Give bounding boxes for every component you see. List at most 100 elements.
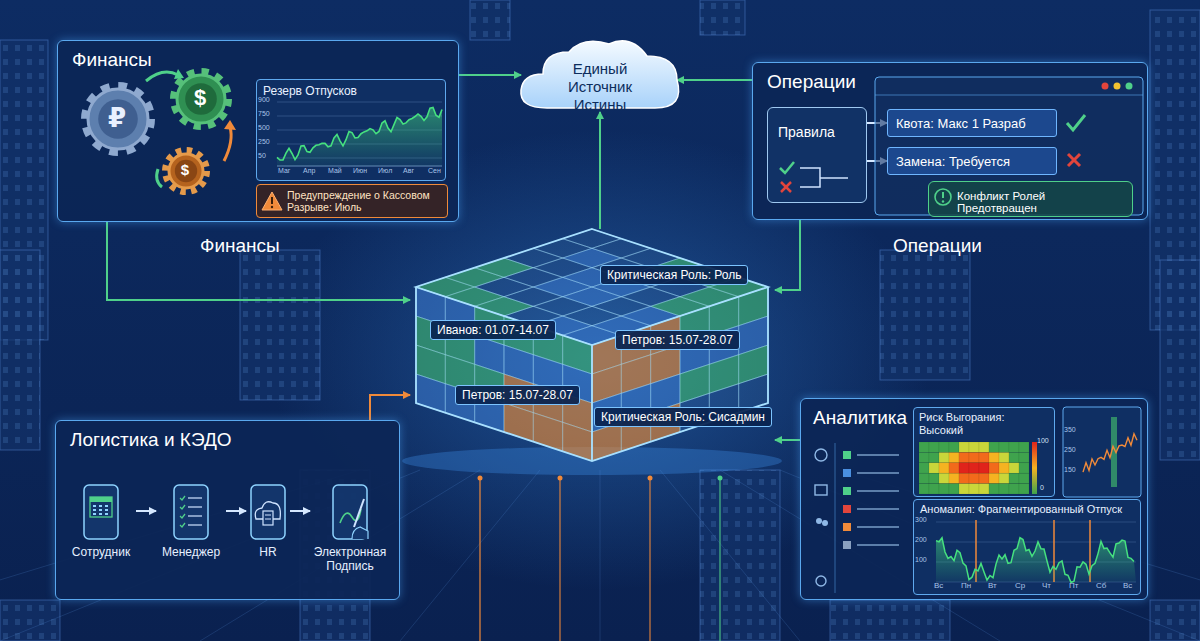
drawing-line: [265, 515, 271, 516]
label-holder: Чт: [1042, 582, 1051, 591]
info-box: Резерв Отпусков: [256, 79, 446, 181]
drawing-rect: [843, 451, 851, 459]
node-text: Конфликт Ролей Предотвращен: [957, 190, 1126, 214]
drawing-path: [146, 72, 178, 81]
drawing-polyline: [780, 162, 794, 173]
info-box: Предупреждение о Кассовом Разрыве: Июль: [256, 184, 448, 218]
node-text: Электронная Подпись: [310, 545, 390, 573]
panel-title: Логистика и КЭДО: [70, 429, 385, 451]
drawing-rect: [90, 497, 112, 517]
axis-label: Сб: [1096, 582, 1106, 591]
drawing-line: [936, 522, 1136, 523]
panel-fill: [55, 420, 400, 600]
drawing-rect: [929, 463, 939, 473]
label-holder: 100: [1037, 437, 1049, 445]
drawing-line: [354, 499, 364, 527]
label-holder: Вс: [1123, 582, 1132, 591]
drawing-line: [559, 478, 561, 641]
label-holder: 350: [1064, 426, 1076, 434]
drawing-circle: [1114, 83, 1121, 90]
label-holder: Пт: [1069, 582, 1078, 591]
drawing-circle: [185, 83, 217, 115]
drawing-rect: [929, 442, 939, 452]
drawing-rect: [919, 473, 929, 483]
label-holder: 250: [1064, 446, 1076, 454]
drawing-line: [942, 192, 944, 198]
node-text: HR: [246, 545, 290, 559]
schedule-tag: Критическая Роль: Роль: [600, 265, 748, 285]
drawing-rect: [969, 484, 979, 494]
drawing-rect: [99, 513, 102, 515]
node-text: Аномалия: Фрагментированный Отпуск: [920, 503, 1134, 515]
drawing-circle: [85, 86, 151, 152]
drawing-rect: [93, 505, 96, 507]
label-holder: Пн: [961, 582, 971, 591]
label-holder: 50: [258, 152, 266, 160]
drawing-circle: [816, 518, 822, 524]
axis-label: Апр: [303, 167, 315, 175]
label-holder: 750: [258, 110, 270, 118]
drawing-rect: [333, 485, 367, 539]
drawing-rect: [880, 250, 970, 380]
drawing-polyline: [1083, 434, 1137, 472]
drawing-rect: [843, 541, 851, 549]
drawing-rect: [470, 0, 510, 40]
node-drawing: [66, 483, 136, 583]
drawing-circle: [98, 99, 138, 139]
drawing-circle: [175, 160, 197, 182]
label-holder: Май: [328, 167, 342, 175]
panel-fill: [752, 62, 1148, 220]
drawing-polygon: [563, 422, 592, 461]
axis-label: Июл: [378, 167, 392, 175]
schedule-tag: Петров: 15.07-28.07: [455, 385, 580, 405]
drawing-rect: [1009, 452, 1019, 462]
drawing-circle: [558, 476, 563, 481]
drawing-rect: [949, 442, 959, 452]
drawing-polyline: [180, 514, 185, 518]
node-drawing: [768, 108, 866, 202]
drawing-circle: [718, 476, 723, 481]
label-holder: 250: [258, 138, 270, 146]
drawing-line: [719, 478, 721, 641]
drawing-polygon: [277, 107, 442, 166]
node-text: Замена: Требуется: [896, 154, 1048, 169]
label-holder: $: [194, 86, 206, 110]
connector: [677, 79, 752, 81]
drawing-line: [265, 519, 271, 520]
info-box: Конфликт Ролей Предотвращен: [928, 181, 1133, 217]
drawing-polygon: [533, 413, 562, 452]
drawing-circle: [822, 520, 828, 526]
axis-label: Маг: [278, 167, 290, 175]
drawing-polyline: [800, 168, 820, 187]
drawing-rect: [989, 452, 999, 462]
drawing-rect: [919, 452, 929, 462]
axis-label: 300: [915, 516, 927, 524]
drawing-line: [857, 490, 899, 492]
drawing-line: [875, 95, 1143, 96]
node-drawing: [156, 483, 226, 583]
connector: [226, 510, 246, 512]
label-holder: 200: [915, 536, 927, 544]
drawing-rect: [240, 250, 320, 400]
label-holder: Июн: [353, 167, 367, 175]
drawing-line: [277, 102, 442, 103]
drawing-rect: [979, 442, 989, 452]
connector: [136, 510, 156, 512]
info-box: Правила: [767, 107, 867, 203]
tag-holder: Петров: 15.07-28.07: [615, 330, 740, 350]
drawing-line: [1068, 154, 1080, 166]
drawing-rect: [949, 463, 959, 473]
drawing-rect: [989, 473, 999, 483]
drawing-line: [781, 182, 791, 192]
drawing-rect: [99, 509, 102, 511]
drawing-circle: [271, 206, 273, 208]
axis-label: 750: [258, 110, 270, 118]
drawing-polygon: [224, 120, 236, 130]
panel-fill: [800, 398, 1148, 600]
axis-label: 500: [258, 124, 270, 132]
drawing-polygon: [416, 229, 768, 345]
drawing-rect: [1009, 442, 1019, 452]
axis-label: 0: [1040, 484, 1044, 492]
tag-holder: Критическая Роль: Сисадмин: [594, 407, 772, 427]
